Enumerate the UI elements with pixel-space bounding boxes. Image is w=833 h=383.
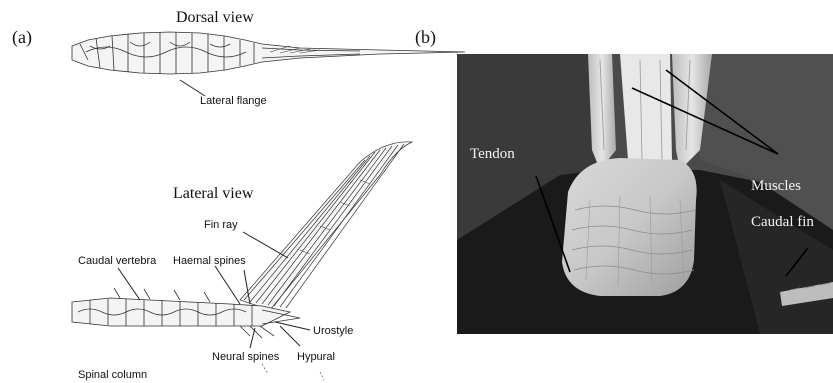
caudal-vertebra-label: Caudal vertebra [78,255,157,267]
spinal-column-label: Spinal column [78,369,147,381]
dorsal-view-title: Dorsal view [176,9,254,26]
dorsal-view-skeleton [72,32,465,74]
caudal-vertebra-leader [118,268,140,300]
haemal-spines-label: Haemal spines [173,255,246,267]
neural-spines-label: Neural spines [212,351,280,363]
tendon-plate [562,158,697,296]
fin-ray-label: Fin ray [204,219,238,231]
hypural-leader [280,326,300,346]
urostyle-label: Urostyle [313,325,353,337]
panel-a: (a) Dorsal view Lateral flange Lateral v… [12,9,465,381]
lateral-view-title: Lateral view [173,185,254,202]
panel-b: (b) Tendon [415,27,833,334]
lateral-flange-label: Lateral flange [200,95,267,107]
muscles-label: Muscles [751,178,801,194]
caudal-fin-label: Caudal fin [751,214,814,230]
panel-b-label: (b) [415,27,436,48]
haemal-spines-leader [215,266,240,304]
fin-ray-leader [243,232,288,258]
neural-spines-leader [250,328,255,348]
tendon-label: Tendon [470,146,515,162]
lateral-flange-leader [180,80,205,96]
hypural-label: Hypural [297,351,335,363]
extension-dashes [262,364,324,380]
lateral-view-fin [240,142,412,310]
panel-a-label: (a) [12,27,32,48]
tendon-photo [457,54,833,334]
